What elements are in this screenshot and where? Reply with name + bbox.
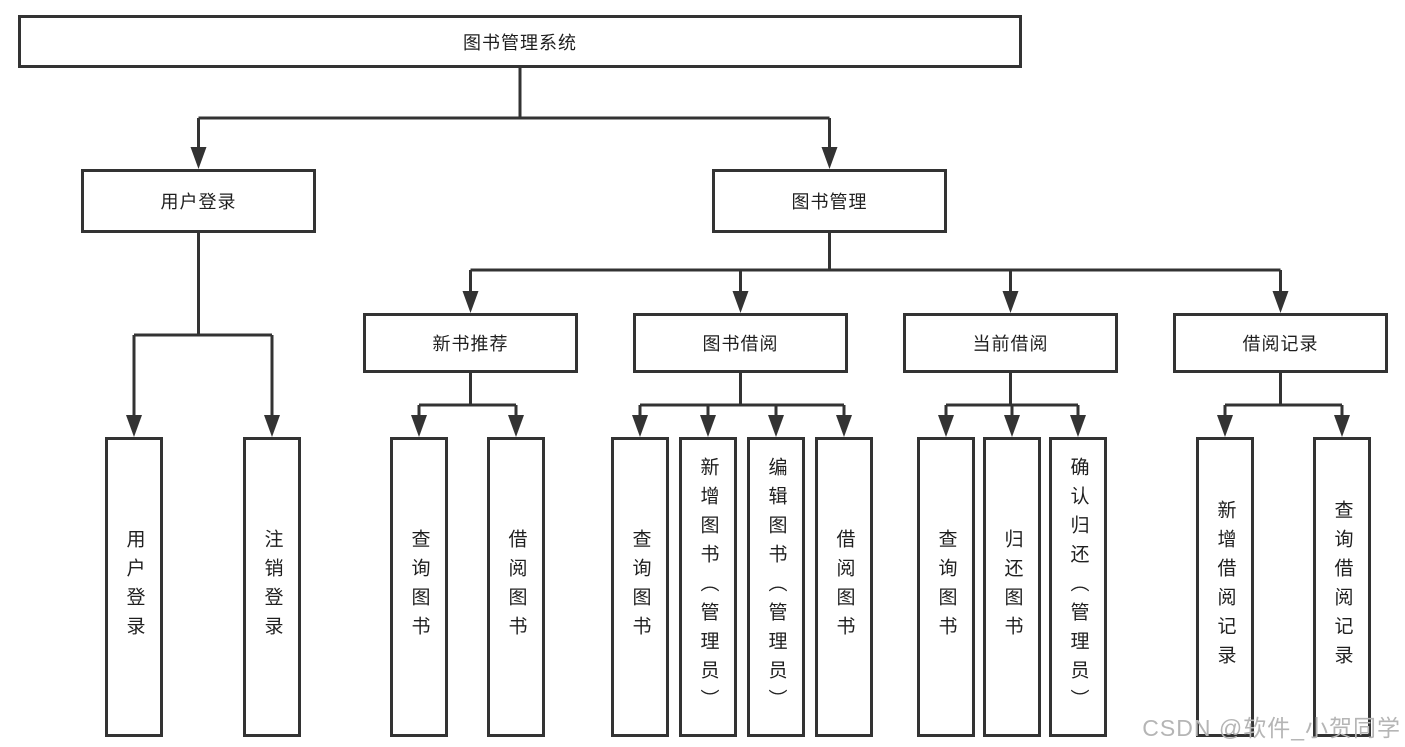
leaf-borrow-query-books: 查询图书 bbox=[611, 437, 669, 737]
edge-current-borrow-to-leaves bbox=[944, 373, 1080, 418]
arrowhead bbox=[264, 415, 280, 437]
arrowhead bbox=[462, 291, 479, 313]
arrowhead bbox=[768, 415, 784, 437]
edge-book-mgmt-to-level3 bbox=[469, 233, 1282, 294]
leaf-user-login: 用户登录 bbox=[105, 437, 163, 737]
arrowhead bbox=[1334, 415, 1350, 437]
leaf-newbook-query-books: 查询图书 bbox=[390, 437, 448, 737]
edge-book-borrow-to-leaves bbox=[638, 373, 846, 418]
edge-new-book-to-leaves bbox=[417, 373, 518, 418]
leaf-current-query-books: 查询图书 bbox=[917, 437, 975, 737]
leaf-records-add-record: 新增借阅记录 bbox=[1196, 437, 1254, 737]
arrowhead bbox=[632, 415, 648, 437]
arrowhead bbox=[508, 415, 524, 437]
leaf-newbook-borrow-books: 借阅图书 bbox=[487, 437, 545, 737]
leaf-current-confirm-return-admin: 确认归还（管理员） bbox=[1049, 437, 1107, 737]
edge-records-to-leaves bbox=[1223, 373, 1344, 418]
csdn-watermark: CSDN @软件_小贺同学 bbox=[1142, 715, 1401, 741]
arrowhead bbox=[190, 147, 207, 169]
arrowhead bbox=[1004, 415, 1020, 437]
arrowhead bbox=[821, 147, 838, 169]
arrowhead bbox=[1002, 291, 1019, 313]
node-borrow-records: 借阅记录 bbox=[1173, 313, 1388, 373]
node-book-borrow: 图书借阅 bbox=[633, 313, 848, 373]
leaf-current-return-books: 归还图书 bbox=[983, 437, 1041, 737]
arrowhead bbox=[1217, 415, 1233, 437]
node-book-management: 图书管理 bbox=[712, 169, 947, 233]
node-new-book-recommend: 新书推荐 bbox=[363, 313, 578, 373]
arrowhead bbox=[700, 415, 716, 437]
leaf-borrow-borrow-books: 借阅图书 bbox=[815, 437, 873, 737]
edge-user-login-to-leaves bbox=[132, 233, 274, 418]
arrowhead bbox=[411, 415, 427, 437]
leaf-logout: 注销登录 bbox=[243, 437, 301, 737]
node-user-login: 用户登录 bbox=[81, 169, 316, 233]
arrowhead bbox=[732, 291, 749, 313]
leaf-records-query-record: 查询借阅记录 bbox=[1313, 437, 1371, 737]
edge-root-to-level2 bbox=[197, 68, 831, 150]
node-current-borrow: 当前借阅 bbox=[903, 313, 1118, 373]
arrowhead bbox=[1070, 415, 1086, 437]
arrowhead bbox=[938, 415, 954, 437]
arrowhead bbox=[1272, 291, 1289, 313]
arrowhead bbox=[836, 415, 852, 437]
arrowhead bbox=[126, 415, 142, 437]
leaf-borrow-add-books-admin: 新增图书（管理员） bbox=[679, 437, 737, 737]
node-library-system: 图书管理系统 bbox=[18, 15, 1022, 68]
leaf-borrow-edit-books-admin: 编辑图书（管理员） bbox=[747, 437, 805, 737]
